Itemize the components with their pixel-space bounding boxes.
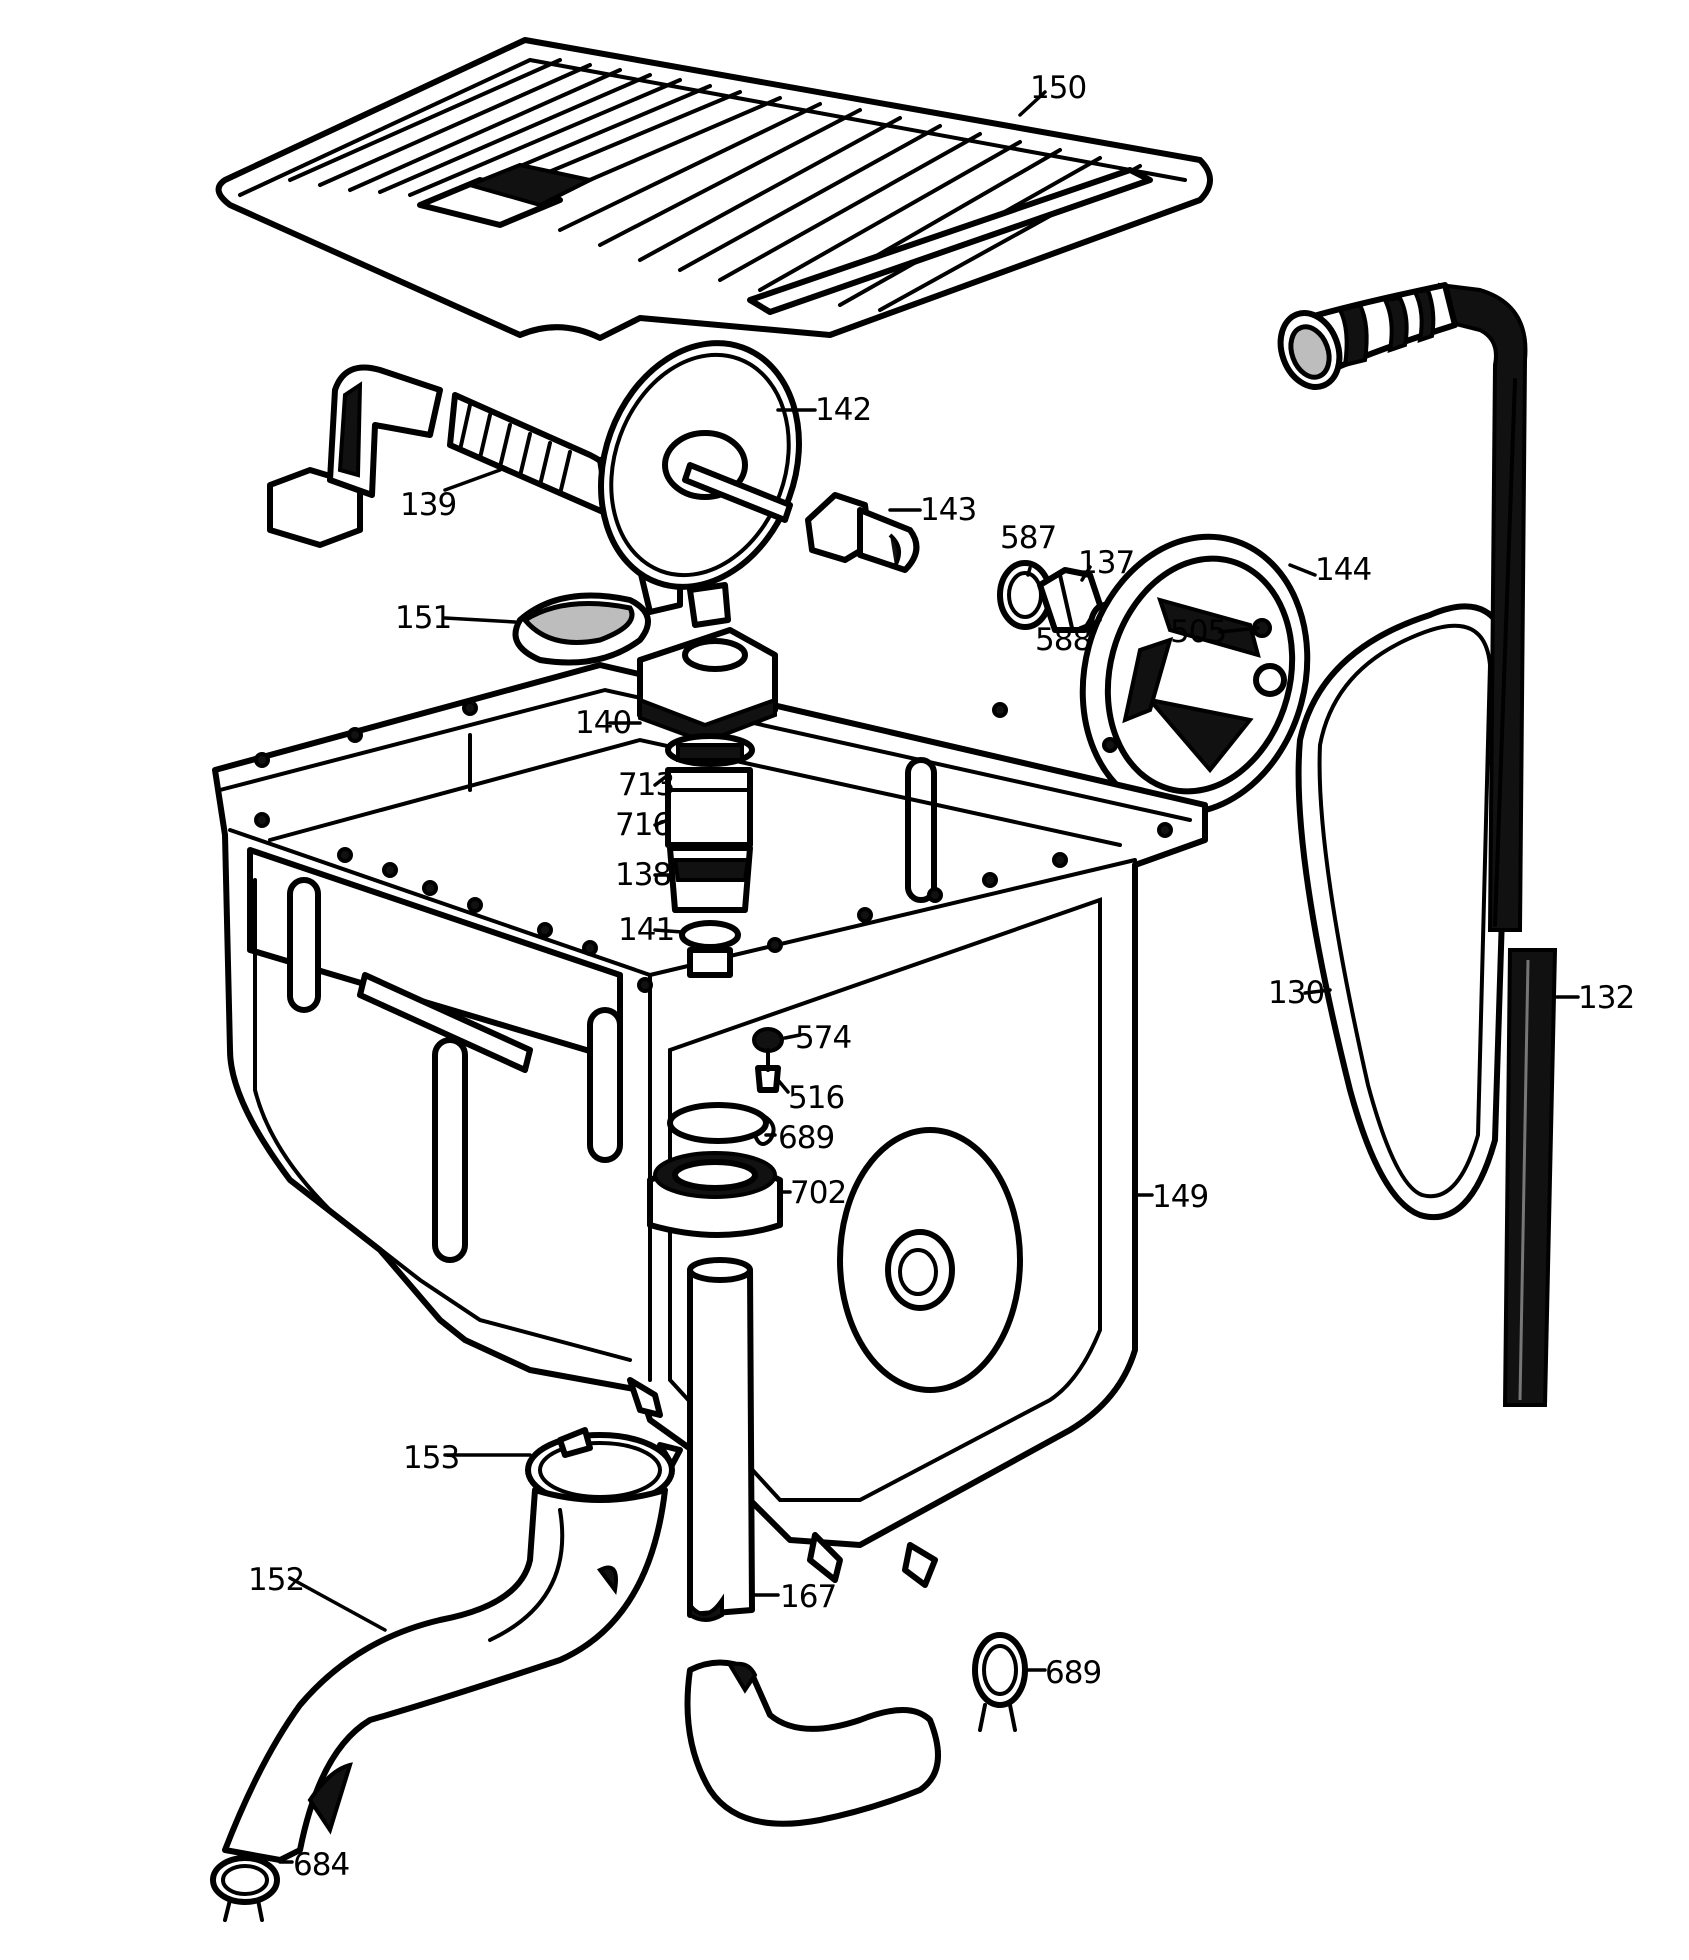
label-713: 713 — [618, 767, 674, 803]
part-141-gasket — [679, 920, 741, 978]
label-140: 140 — [575, 705, 631, 741]
part-151-filter — [512, 592, 651, 666]
label-137: 137 — [1078, 545, 1134, 581]
leader-lines — [278, 90, 1580, 1864]
label-689-upper: 689 — [778, 1120, 834, 1156]
part-132-outlet-hose-lower — [1502, 948, 1558, 1407]
label-132: 132 — [1578, 980, 1634, 1016]
part-716-valve-body — [665, 767, 753, 848]
part-143-nut-fitting — [805, 492, 920, 573]
part-702-collar — [647, 1151, 783, 1238]
label-153: 153 — [403, 1440, 459, 1476]
part-labels: 150 142 139 143 587 137 144 151 505 588 … — [248, 70, 1635, 1883]
part-150-top-cover — [215, 37, 1213, 341]
label-505: 505 — [1170, 614, 1226, 650]
label-150: 150 — [1030, 70, 1086, 106]
label-149: 149 — [1152, 1179, 1208, 1215]
label-152: 152 — [248, 1562, 304, 1598]
label-587: 587 — [1000, 520, 1056, 556]
label-138: 138 — [615, 857, 671, 893]
label-684: 684 — [293, 1847, 349, 1883]
part-142-disc — [598, 340, 802, 590]
label-141: 141 — [618, 912, 674, 948]
part-689-clamp-upper — [667, 1102, 776, 1146]
part-153-hose-clamp — [525, 1427, 683, 1508]
part-lower-elbow-hose — [684, 1659, 941, 1827]
label-130: 130 — [1268, 975, 1324, 1011]
part-574-cap — [752, 1027, 784, 1053]
part-152-drain-hose — [222, 1487, 668, 1863]
label-151: 151 — [395, 600, 451, 636]
part-689-clamp-lower — [972, 1632, 1028, 1732]
label-142: 142 — [815, 392, 871, 428]
label-702: 702 — [790, 1175, 846, 1211]
label-167: 167 — [780, 1579, 836, 1615]
label-516: 516 — [788, 1080, 844, 1116]
part-516-screw — [755, 1048, 781, 1093]
label-716: 716 — [615, 807, 671, 843]
part-144-pulley — [1079, 533, 1311, 817]
part-132-outlet-hose-upper — [1277, 282, 1528, 932]
label-588: 588 — [1035, 622, 1091, 658]
part-684-hose-end-clamp — [210, 1855, 280, 1922]
label-143: 143 — [920, 492, 976, 528]
part-130-drive-belt — [1295, 603, 1513, 1221]
part-167-standpipe — [687, 1257, 755, 1622]
label-144: 144 — [1315, 552, 1371, 588]
label-574: 574 — [795, 1020, 851, 1056]
part-713-ring — [665, 733, 755, 767]
label-689-lower: 689 — [1045, 1655, 1101, 1691]
part-138-valve-seat — [667, 845, 753, 913]
label-139: 139 — [400, 487, 456, 523]
